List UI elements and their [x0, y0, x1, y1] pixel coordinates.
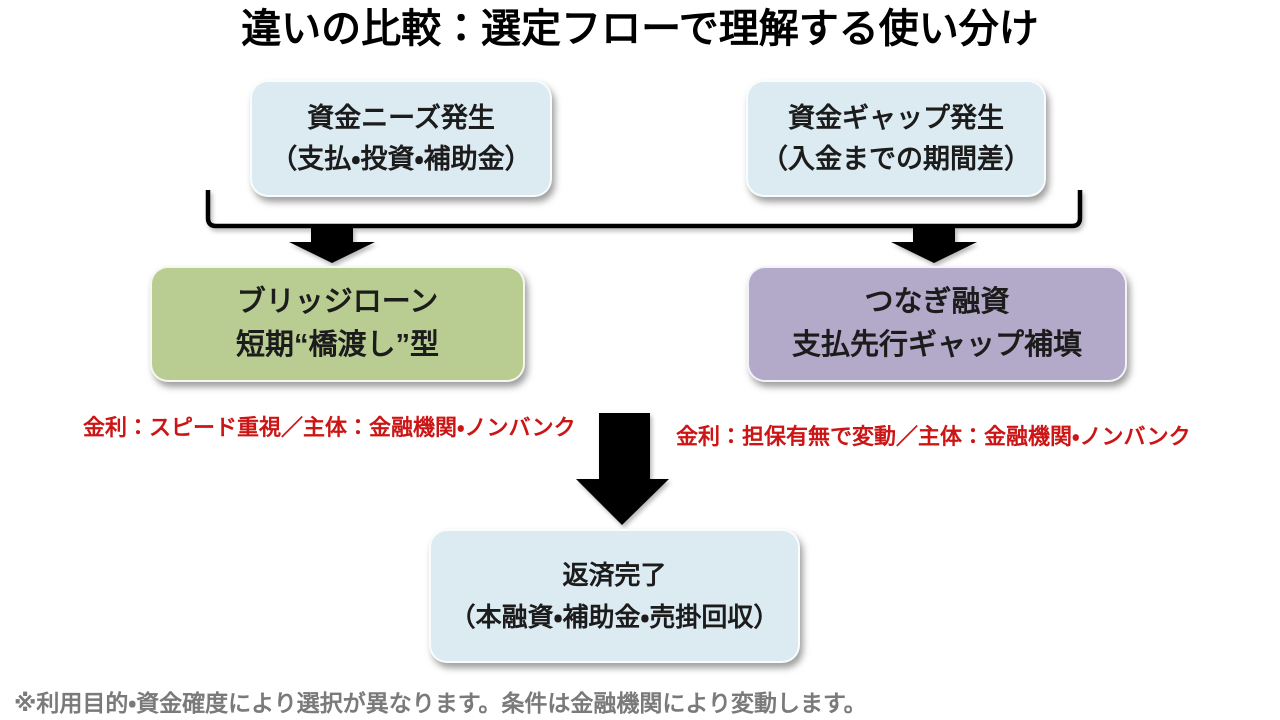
node-tsunagi-loan-line2: 支払先行ギャップ補填 [791, 329, 1082, 361]
node-bridge-loan: ブリッジローン 短期“橋渡し”型 [150, 266, 525, 382]
node-tsunagi-loan: つなぎ融資 支払先行ギャップ補填 [747, 266, 1127, 382]
note-bridge-loan-terms: 金利：スピード重視／主体：金融機関・ノンバンク [83, 415, 576, 440]
note-tsunagi-loan-terms: 金利：担保有無で変動／主体：金融機関・ノンバンク [676, 424, 1191, 449]
node-repayment-line2: （本融資・補助金・売掛回収） [449, 602, 780, 632]
footer-disclaimer: ※利用目的・資金確度により選択が異なります。条件は金融機関により変動します。 [14, 690, 867, 716]
node-repayment-complete: 返済完了 （本融資・補助金・売掛回収） [429, 529, 800, 663]
node-fund-gap-line1: 資金ギャップ発生 [788, 102, 1004, 133]
node-tsunagi-loan-line1: つなぎ融資 [864, 286, 1010, 318]
node-bridge-loan-line1: ブリッジローン [236, 286, 439, 318]
node-fund-gap: 資金ギャップ発生 （入金までの期間差） [746, 80, 1046, 197]
page-title: 違いの比較：選定フローで理解する使い分け [241, 7, 1039, 51]
node-fund-needs-line1: 資金ニーズ発生 [307, 102, 495, 133]
node-repayment-line1: 返済完了 [562, 560, 667, 590]
down-arrow-icon-left [289, 224, 375, 263]
node-bridge-loan-line2: 短期“橋渡し”型 [235, 329, 439, 361]
node-fund-gap-line2: （入金までの期間差） [761, 143, 1031, 174]
down-arrow-icon-center [576, 413, 669, 525]
node-fund-needs-line2: （支払・投資・補助金） [270, 143, 532, 174]
node-fund-needs: 資金ニーズ発生 （支払・投資・補助金） [250, 80, 552, 197]
down-arrow-icon-right [891, 224, 977, 263]
